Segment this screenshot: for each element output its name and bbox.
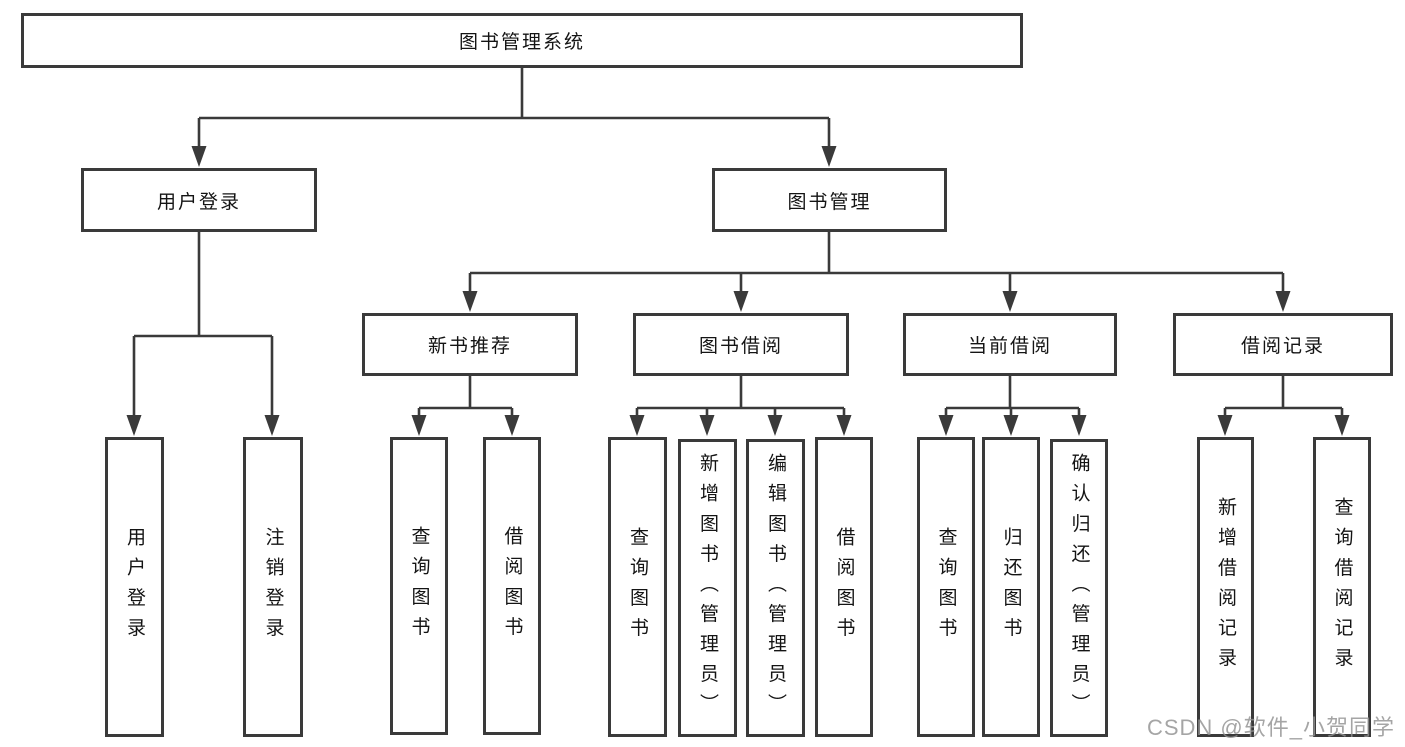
- leaf-label: 新增借阅记录: [1215, 496, 1236, 678]
- leaf-label: 注销登录: [262, 526, 284, 648]
- leaf-borrow-query: 查询图书: [608, 437, 667, 737]
- node-user-login: 用户登录: [81, 168, 317, 232]
- node-book-borrow: 图书借阅: [633, 313, 849, 376]
- leaf-borrow-add-admin: 新增图书（管理员）: [678, 439, 737, 737]
- node-borrow-records: 借阅记录: [1173, 313, 1393, 376]
- node-root-system: 图书管理系统: [21, 13, 1023, 68]
- leaf-current-confirm-admin: 确认归还（管理员）: [1050, 439, 1108, 737]
- leaf-label: 查询图书: [935, 526, 957, 648]
- leaf-label: 查询图书: [627, 526, 648, 648]
- leaf-current-return: 归还图书: [982, 437, 1040, 737]
- node-current-borrow: 当前借阅: [903, 313, 1117, 376]
- leaf-borrow-edit-admin: 编辑图书（管理员）: [746, 439, 805, 737]
- leaf-logout: 注销登录: [243, 437, 303, 737]
- leaf-newbook-borrow: 借阅图书: [483, 437, 541, 735]
- node-book-management: 图书管理: [712, 168, 947, 232]
- leaf-borrow-borrow: 借阅图书: [815, 437, 873, 737]
- leaf-label: 借阅图书: [833, 526, 855, 648]
- leaf-label: 确认归还（管理员）: [1068, 452, 1090, 724]
- leaf-user-login: 用户登录: [105, 437, 164, 737]
- leaf-newbook-query: 查询图书: [390, 437, 448, 735]
- leaf-label: 查询图书: [408, 525, 430, 647]
- leaf-label: 新增图书（管理员）: [697, 452, 718, 724]
- leaf-label: 查询借阅记录: [1331, 496, 1353, 678]
- leaf-records-add: 新增借阅记录: [1197, 437, 1254, 737]
- leaf-label: 归还图书: [1000, 526, 1022, 648]
- node-new-book-recommend: 新书推荐: [362, 313, 578, 376]
- leaf-records-query: 查询借阅记录: [1313, 437, 1371, 737]
- leaf-current-query: 查询图书: [917, 437, 975, 737]
- watermark-text: CSDN @软件_小贺同学: [1146, 715, 1395, 740]
- leaf-label: 借阅图书: [501, 525, 523, 647]
- leaf-label: 用户登录: [124, 526, 145, 648]
- leaf-label: 编辑图书（管理员）: [765, 452, 786, 724]
